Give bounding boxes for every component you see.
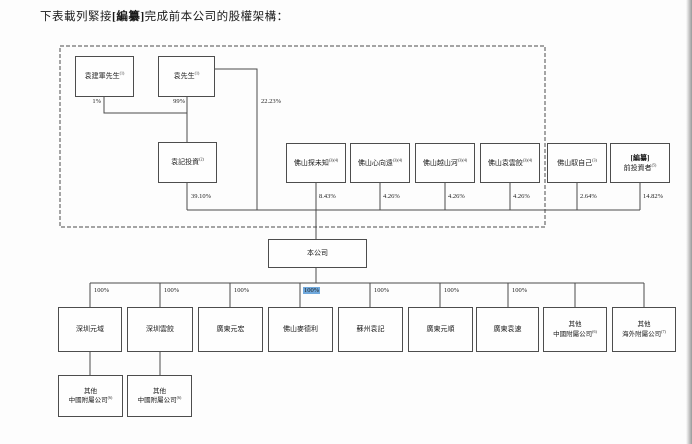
title-prefix: 下表載列緊接: [40, 11, 112, 23]
node-label: 本公司: [307, 249, 328, 258]
node-label: 袁建軍先生: [84, 72, 120, 81]
node-label-line1: 其他: [84, 387, 97, 395]
footnote-sup: (1): [119, 71, 125, 77]
node-other-prc-subsidiaries-2: 其他 中國附屬公司(6): [58, 375, 123, 417]
node-label: 中國附屬公司: [137, 397, 177, 404]
footnote-sup: (6): [107, 394, 113, 400]
node-label-line1: 其他: [153, 387, 166, 395]
ownership-pct-label: 39.10%: [191, 193, 212, 200]
node-guangdong-yuansu: 廣東袁速: [476, 307, 539, 352]
node-label: 袁先生: [173, 72, 195, 81]
node-other-prc-subsidiaries: 其他 中國附屬公司(6): [543, 307, 607, 352]
node-label: 蘇州袁記: [356, 325, 385, 334]
footnote-sup: (3)(4): [522, 157, 533, 163]
node-label: 佛山馭自己: [557, 158, 593, 167]
footnote-sup: (3)(4): [328, 157, 339, 163]
footnote-sup: (7): [661, 328, 666, 334]
node-foshan-yueshanhe: 佛山越山河(3)(4): [415, 143, 475, 183]
node-shenzhen-yuanyu: 深圳元域: [58, 307, 122, 352]
node-shenzhen-yunjiao: 深圳雲餃: [127, 307, 193, 352]
node-other-prc-subsidiaries-3: 其他 中國附屬公司(6): [127, 375, 192, 417]
node-foshan-xinxiangyuan: 佛山心向遠(3)(4): [350, 143, 410, 183]
footnote-sup: (1): [194, 71, 200, 77]
node-label-line1: 其他: [568, 321, 582, 329]
ownership-pct-label: 8.43%: [319, 193, 336, 200]
node-guangdong-yuanhong: 廣東元宏: [198, 307, 263, 352]
node-label: 袁記投資: [171, 158, 200, 167]
footnote-sup: (3)(4): [392, 157, 403, 163]
node-other-overseas-subsidiaries: 其他 海外附屬公司(7): [612, 307, 676, 352]
ownership-pct-label: 100%: [444, 287, 460, 294]
footnote-sup: (3)(4): [457, 157, 468, 163]
node-company: 本公司: [268, 239, 367, 268]
ownership-pct-label: 2.64%: [580, 193, 597, 200]
ownership-pct-label: 4.26%: [513, 193, 530, 200]
node-founder-mryuan: 袁先生(1): [158, 56, 215, 97]
node-label: 佛山袁雲餃: [487, 158, 523, 167]
ownership-pct-label-highlighted: 100%: [303, 287, 321, 294]
ownership-pct-label: 100%: [164, 287, 180, 294]
node-label: 佛山心向遠: [357, 158, 393, 167]
node-foshan-yuanyunjiao: 佛山袁雲餃(3)(4): [480, 143, 540, 183]
node-suzhou-yuanji: 蘇州袁記: [338, 307, 403, 352]
node-foshan-tanweizhi: 佛山探未知(3)(4): [286, 143, 346, 183]
ownership-pct-label: 100%: [234, 287, 250, 294]
node-label: 佛山越山河: [422, 158, 458, 167]
node-label: 海外附屬公司: [622, 330, 662, 338]
ownership-pct-label: 1%: [92, 98, 101, 105]
ownership-pct-label: 100%: [512, 287, 528, 294]
node-foshan-maideli: 佛山麥德利: [268, 307, 333, 352]
page-title: 下表載列緊接[編纂]完成前本公司的股權架構：: [40, 8, 289, 24]
node-guangdong-yuanshun: 廣東元順: [408, 307, 473, 352]
ownership-pct-label: 100%: [94, 287, 110, 294]
ownership-pct-label: 22.23%: [261, 98, 282, 105]
page-edge-shadow: [686, 0, 692, 444]
footnote-sup: (3): [592, 157, 597, 163]
node-label: 廣東袁速: [493, 325, 522, 334]
ownership-pct-label: 4.26%: [383, 193, 400, 200]
node-yuanji-investment: 袁記投資(2): [158, 142, 217, 183]
node-label: 中國附屬公司: [553, 330, 593, 338]
node-founder-yuanjianjun: 袁建軍先生(1): [75, 56, 134, 97]
node-label: 佛山探未知: [293, 158, 329, 167]
node-foshan-yuziji: 佛山馭自己(3): [547, 143, 607, 183]
footnote-sup: (6): [592, 328, 597, 334]
node-label-line1: [編纂]: [630, 153, 650, 162]
footnote-sup: (6): [176, 394, 182, 400]
node-pre-investors: [編纂] 前投資者(5): [610, 143, 670, 183]
node-label: 廣東元宏: [216, 325, 245, 334]
ownership-pct-label: 14.82%: [643, 193, 664, 200]
footnote-sup: (5): [651, 162, 657, 168]
footnote-sup: (2): [199, 157, 204, 163]
title-suffix: 完成前本公司的股權架構：: [144, 11, 289, 23]
node-label: 深圳元域: [76, 325, 104, 334]
title-redacted: [編纂]: [112, 11, 145, 23]
node-label: 深圳雲餃: [146, 325, 174, 334]
node-label: 佛山麥德利: [283, 325, 318, 334]
ownership-pct-label: 99%: [173, 98, 185, 105]
ownership-pct-label: 100%: [374, 287, 390, 294]
ownership-pct-label: 4.26%: [448, 193, 465, 200]
node-label: 前投資者: [623, 164, 652, 172]
node-label-line1: 其他: [637, 321, 651, 329]
node-label: 中國附屬公司: [68, 397, 108, 404]
node-label: 廣東元順: [426, 325, 455, 334]
